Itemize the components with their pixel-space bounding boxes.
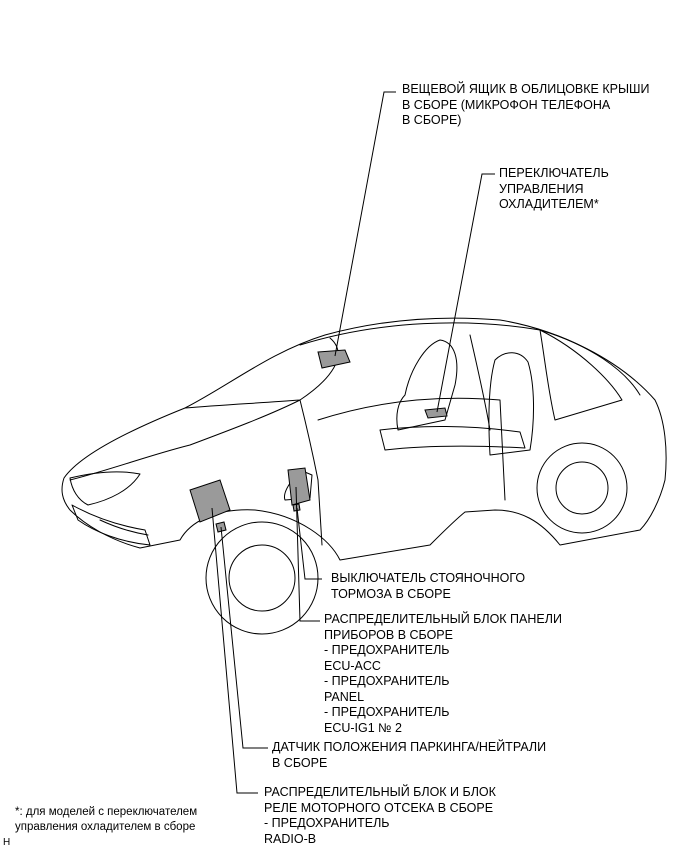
rear-wheel [536, 442, 628, 534]
leader-engine-relay-block [211, 507, 258, 794]
rear-seat [488, 352, 534, 456]
label-roof-console: ВЕЩЕВОЙ ЯЩИК В ОБЛИЦОВКЕ КРЫШИ В СБОРЕ (… [402, 82, 650, 127]
label-parking-brake-switch: ВЫКЛЮЧАТЕЛЬ СТОЯНОЧНОГО ТОРМОЗА В СБОРЕ [331, 571, 526, 601]
a-pillar [299, 399, 323, 546]
door-frame [317, 397, 506, 501]
leader-parking-brake-switch [296, 507, 322, 580]
label-cooler-switch: ПЕРЕКЛЮЧАТЕЛЬ УПРАВЛЕНИЯ ОХЛАДИТЕЛЕМ* [499, 166, 609, 211]
leader-instrument-junction-block [295, 486, 320, 622]
front-seat [396, 339, 458, 431]
seat-cushion [379, 425, 526, 451]
figure-code: H [3, 837, 11, 848]
leader-roof-console [334, 91, 396, 357]
grille [71, 504, 151, 546]
label-instrument-panel-junction-block: РАСПРЕДЕЛИТЕЛЬНЫЙ БЛОК ПАНЕЛИ ПРИБОРОВ В… [324, 612, 562, 735]
engine-relay-block-shape [189, 479, 231, 523]
roof-line [299, 322, 641, 396]
grille-lower [99, 519, 149, 536]
b-pillar [469, 334, 491, 431]
rear-window [539, 329, 623, 421]
roof-console-shape [317, 349, 351, 369]
leader-park-neutral-sensor [220, 526, 268, 749]
hood-line [69, 399, 301, 481]
front-wheel-hub [228, 544, 296, 612]
cooler-switch-shape [424, 407, 448, 419]
leader-cooler-switch [436, 173, 495, 413]
car-body-outline [61, 317, 667, 561]
label-park-neutral-sensor: ДАТЧИК ПОЛОЖЕНИЯ ПАРКИНГА/НЕЙТРАЛИ В СБО… [272, 740, 547, 770]
headlight [69, 471, 141, 506]
front-wheel [205, 521, 319, 635]
label-engine-room-relay-block: РАСПРЕДЕЛИТЕЛЬНЫЙ БЛОК И БЛОК РЕЛЕ МОТОР… [264, 785, 496, 846]
windshield [184, 337, 339, 409]
instrument-junction-block-shape [287, 467, 311, 506]
rear-wheel-hub [555, 461, 609, 515]
footnote: *: для моделей с переключателем управлен… [15, 806, 198, 833]
